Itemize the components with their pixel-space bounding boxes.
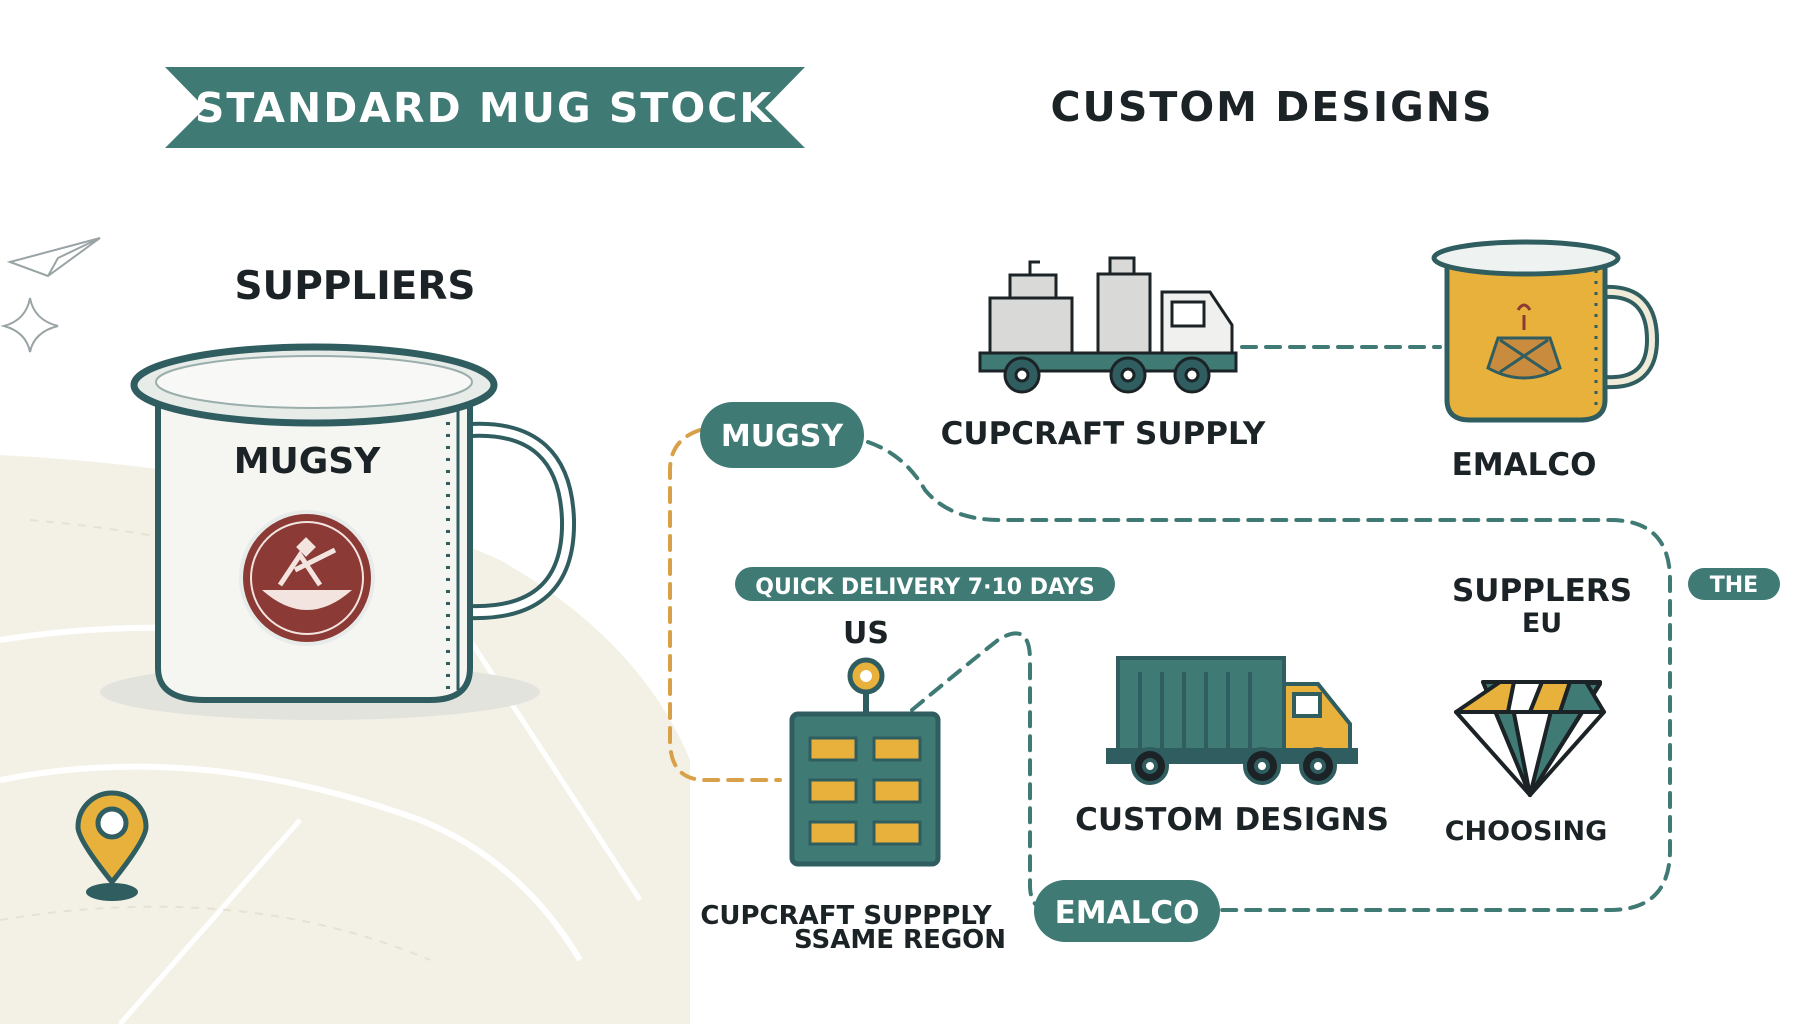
emalco-top-label: EMALCO <box>1452 447 1597 483</box>
emalco-mug-icon <box>1431 239 1660 423</box>
location-pin-icon <box>75 790 149 901</box>
box-truck-icon <box>1106 656 1358 785</box>
emalco-pill[interactable]: EMALCO <box>1034 880 1220 942</box>
svg-text:THE: THE <box>1710 573 1758 598</box>
mug-label: MUGSY <box>234 441 382 482</box>
custom-designs-truck-label: CUSTOM DESIGNS <box>1075 802 1389 838</box>
suppliers-heading: SUPPLIERS <box>234 264 475 309</box>
same-region-label: SSAME REGON <box>794 925 1006 955</box>
cupcraft-supply-label: CUPCRAFT SUPPLY <box>941 416 1266 452</box>
us-label: US <box>843 616 889 651</box>
paper-plane-icon <box>6 237 101 278</box>
food-emblem-icon <box>239 510 375 646</box>
svg-text:QUICK DELIVERY 7·10 DAYS: QUICK DELIVERY 7·10 DAYS <box>755 575 1094 600</box>
banner-title: STANDARD MUG STOCK <box>195 84 773 132</box>
mugsy-mug-illustration: MUGSY <box>100 343 577 720</box>
flatbed-truck-icon <box>978 256 1238 394</box>
svg-text:EMALCO: EMALCO <box>1055 895 1200 931</box>
warehouse-rack-icon <box>789 657 941 867</box>
standard-mug-stock-banner: STANDARD MUG STOCK <box>165 67 805 148</box>
mugsy-pill[interactable]: MUGSY <box>700 402 864 468</box>
eu-label: EU <box>1522 608 1562 639</box>
diamond-icon <box>1454 680 1606 797</box>
cupcraft-supply-bottom-label: CUPCRAFT SUPPPLY <box>700 901 993 931</box>
suppliers-eu-label: SUPPLERS <box>1452 573 1632 609</box>
svg-text:MUGSY: MUGSY <box>721 419 844 454</box>
connector-lines <box>668 345 1672 912</box>
sparkle-icon <box>0 297 59 353</box>
choosing-label: CHOOSING <box>1445 816 1608 847</box>
the-pill[interactable]: THE <box>1688 568 1780 600</box>
custom-designs-heading: CUSTOM DESIGNS <box>1050 83 1493 131</box>
quick-delivery-pill[interactable]: QUICK DELIVERY 7·10 DAYS <box>735 567 1115 601</box>
